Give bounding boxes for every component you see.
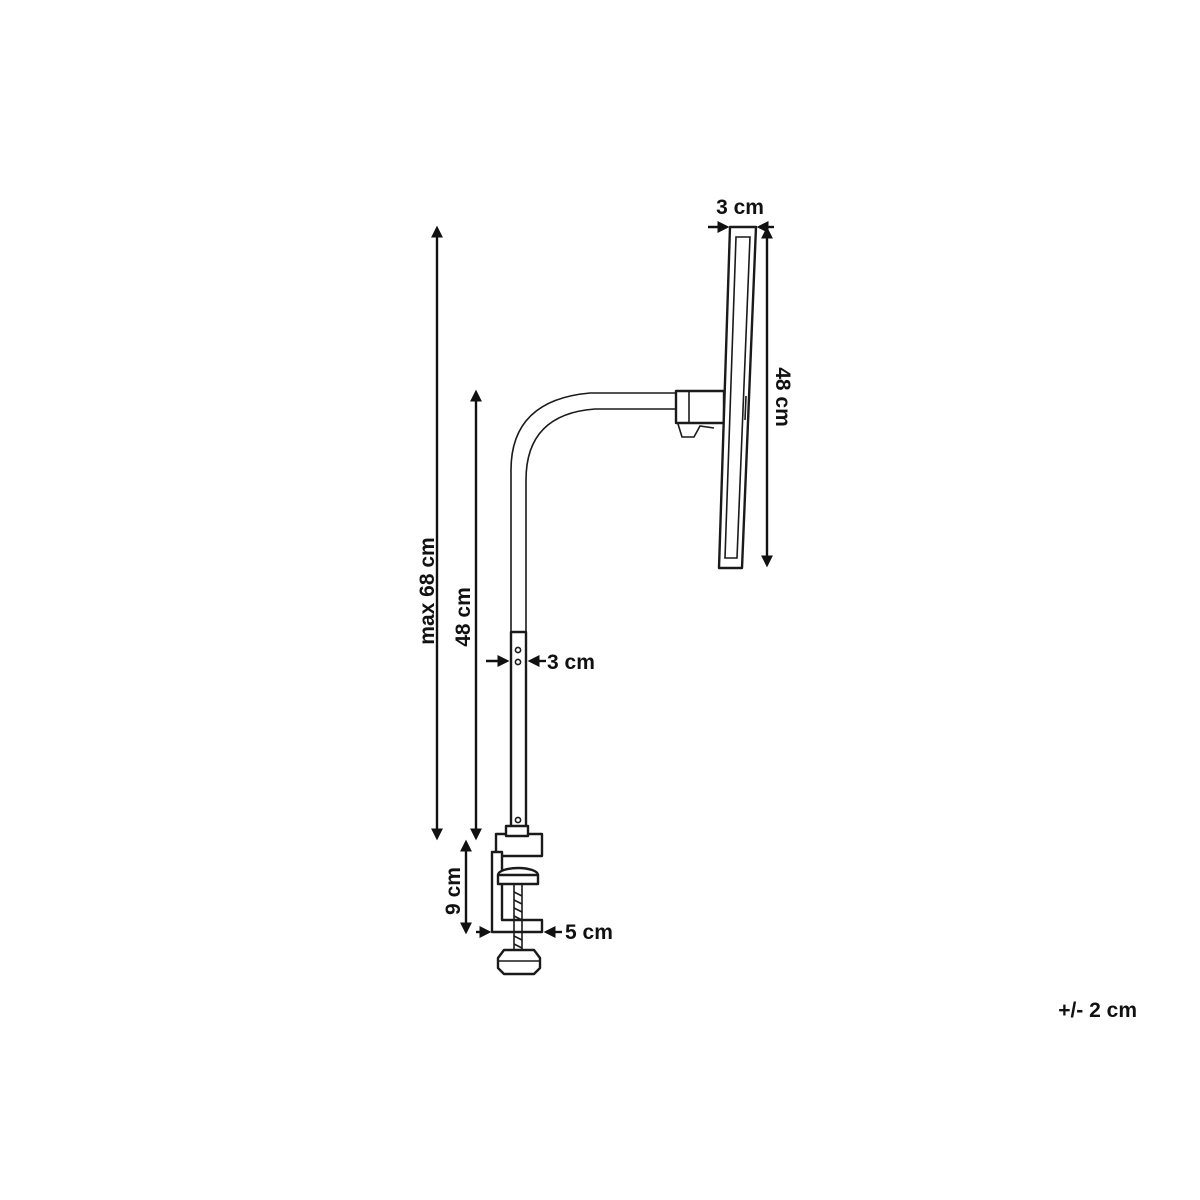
clamp-opening-label: 9 cm	[442, 867, 465, 915]
light-head	[717, 225, 758, 570]
total-height-label: max 68 cm	[416, 537, 439, 644]
light-head-inner	[724, 236, 751, 559]
clamp-pad-base	[496, 873, 540, 886]
head-width-label: 3 cm	[716, 196, 764, 219]
dimension-lines	[431, 221, 774, 938]
arm-height-label: 48 cm	[452, 587, 475, 647]
head-connector	[674, 389, 726, 425]
arm-hole-base	[514, 816, 522, 824]
head-hinge	[677, 423, 715, 438]
lamp-drawing	[490, 225, 758, 976]
clamp-knob	[496, 948, 542, 976]
gooseneck-arm-inner	[525, 408, 676, 660]
tolerance-label: +/- 2 cm	[1058, 999, 1137, 1022]
arm-hole-bottom	[514, 658, 522, 666]
clamp-collar	[504, 824, 530, 838]
arm-diameter-label: 3 cm	[547, 651, 595, 674]
clamp-frame	[490, 850, 544, 934]
head-length-label: 48 cm	[771, 367, 794, 427]
arm-tube	[509, 630, 528, 839]
clamp-depth-label: 5 cm	[565, 921, 613, 944]
arm-hole-top	[514, 646, 522, 654]
dimension-labels: 3 cm 48 cm max 68 cm 48 cm 3 cm 9 cm 5 c…	[416, 196, 1137, 1022]
gooseneck-arm	[510, 392, 676, 660]
